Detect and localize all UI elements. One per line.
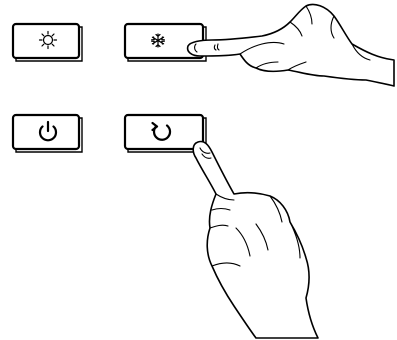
power-button[interactable] <box>13 115 82 152</box>
pointing-hand-upper <box>188 4 394 86</box>
pointing-hand-lower <box>193 141 318 338</box>
sun-button[interactable] <box>13 24 82 61</box>
